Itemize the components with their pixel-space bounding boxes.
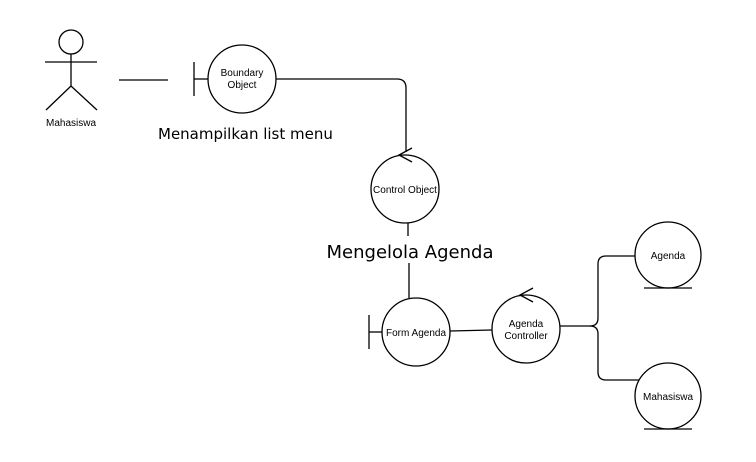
controller-label-line1: Agenda <box>509 319 544 330</box>
entity-mahasiswa-label: Mahasiswa <box>643 392 693 403</box>
boundary-label-line1: Boundary <box>221 68 264 79</box>
connector-controller-agenda <box>560 255 636 327</box>
actor-label: Mahasiswa <box>46 118 96 129</box>
connector-form-controller <box>449 329 493 332</box>
form-label: Form Agenda <box>386 328 446 339</box>
entity-agenda-label: Agenda <box>651 251 686 262</box>
control-object: Control Object <box>370 147 440 224</box>
control-label: Control Object <box>373 185 437 196</box>
entity-agenda: Agenda <box>634 221 702 289</box>
boundary-label-line2: Object <box>228 80 257 91</box>
connector-controller-mahasiswa <box>589 325 645 381</box>
caption-agenda: Mengelola Agenda <box>327 242 494 263</box>
caption-menu: Menampilkan list menu <box>158 125 333 143</box>
entity-mahasiswa: Mahasiswa <box>634 362 702 430</box>
form-agenda: Form Agenda <box>368 297 451 367</box>
agenda-controller: Agenda Controller <box>491 287 561 364</box>
controller-label-line2: Controller <box>504 331 548 342</box>
actor-mahasiswa: Mahasiswa <box>45 29 98 129</box>
boundary-object: Boundary Object <box>193 44 277 114</box>
connector-boundary-control <box>276 78 407 152</box>
